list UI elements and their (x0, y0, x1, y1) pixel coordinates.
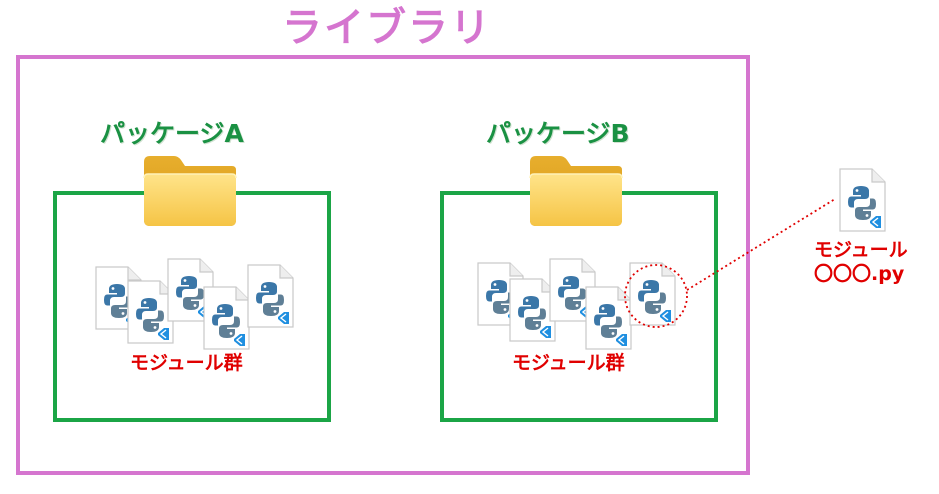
package-a-title: パッケージA (100, 119, 244, 148)
highlight-circle (624, 264, 688, 328)
module-callout-label-line1: モジュール (814, 239, 908, 261)
python-file-icon (838, 168, 886, 232)
package-b-title: パッケージB (486, 119, 630, 148)
module-callout-label: モジュール 〇〇〇.py (814, 238, 908, 286)
library-title: ライブラリ (282, 5, 492, 51)
library-box (16, 55, 750, 475)
module-callout-label-line2: 〇〇〇.py (814, 263, 905, 285)
package-a-modules-label: モジュール群 (130, 352, 243, 374)
callout-dotted-line (686, 198, 836, 291)
package-b-modules-label: モジュール群 (512, 352, 625, 374)
